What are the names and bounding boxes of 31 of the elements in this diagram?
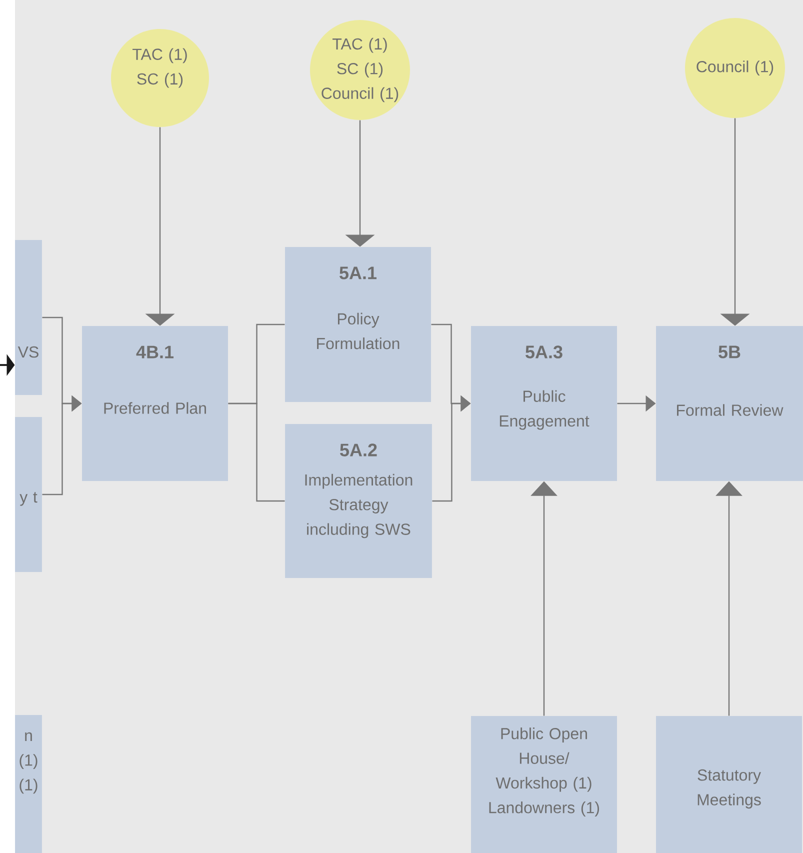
meeting-circle (310, 20, 410, 120)
node-label: y t (20, 492, 38, 506)
node-label: n (1) (1) (20, 732, 38, 794)
process-box (471, 716, 617, 853)
node-label: Implementation Strategy including SWS (305, 474, 412, 538)
node-label: 5B (718, 346, 740, 358)
process-box (82, 326, 228, 481)
node-label: Policy Formulation (317, 312, 400, 350)
process-box (15, 240, 42, 395)
node-label: Public Open House/ Workshop (1) Landowners (1) (489, 728, 599, 816)
node-label: Preferred Plan (104, 402, 206, 414)
node-label: 5A.2 (340, 444, 377, 456)
node-label: VS (18, 346, 38, 358)
node-label: Formal Review (677, 404, 784, 416)
process-box (15, 715, 42, 853)
node-label: TAC (1) SC (1) Council (1) (322, 38, 398, 102)
process-box (656, 716, 802, 853)
meeting-circle (685, 18, 785, 118)
node-label: 4B.1 (136, 346, 174, 358)
meeting-circle (111, 29, 209, 127)
process-box (656, 326, 803, 481)
node-label: Public Engagement (500, 390, 590, 430)
node-label: Statutory Meetings (698, 769, 761, 809)
process-box (471, 326, 617, 481)
node-label: 5A.1 (340, 266, 377, 280)
node-label: TAC (1) SC (1) (132, 48, 187, 88)
node-label: Council (1) (696, 60, 774, 76)
process-box (15, 417, 42, 572)
process-box (285, 247, 431, 402)
node-label: 5A.3 (526, 346, 562, 358)
process-box (285, 424, 432, 578)
